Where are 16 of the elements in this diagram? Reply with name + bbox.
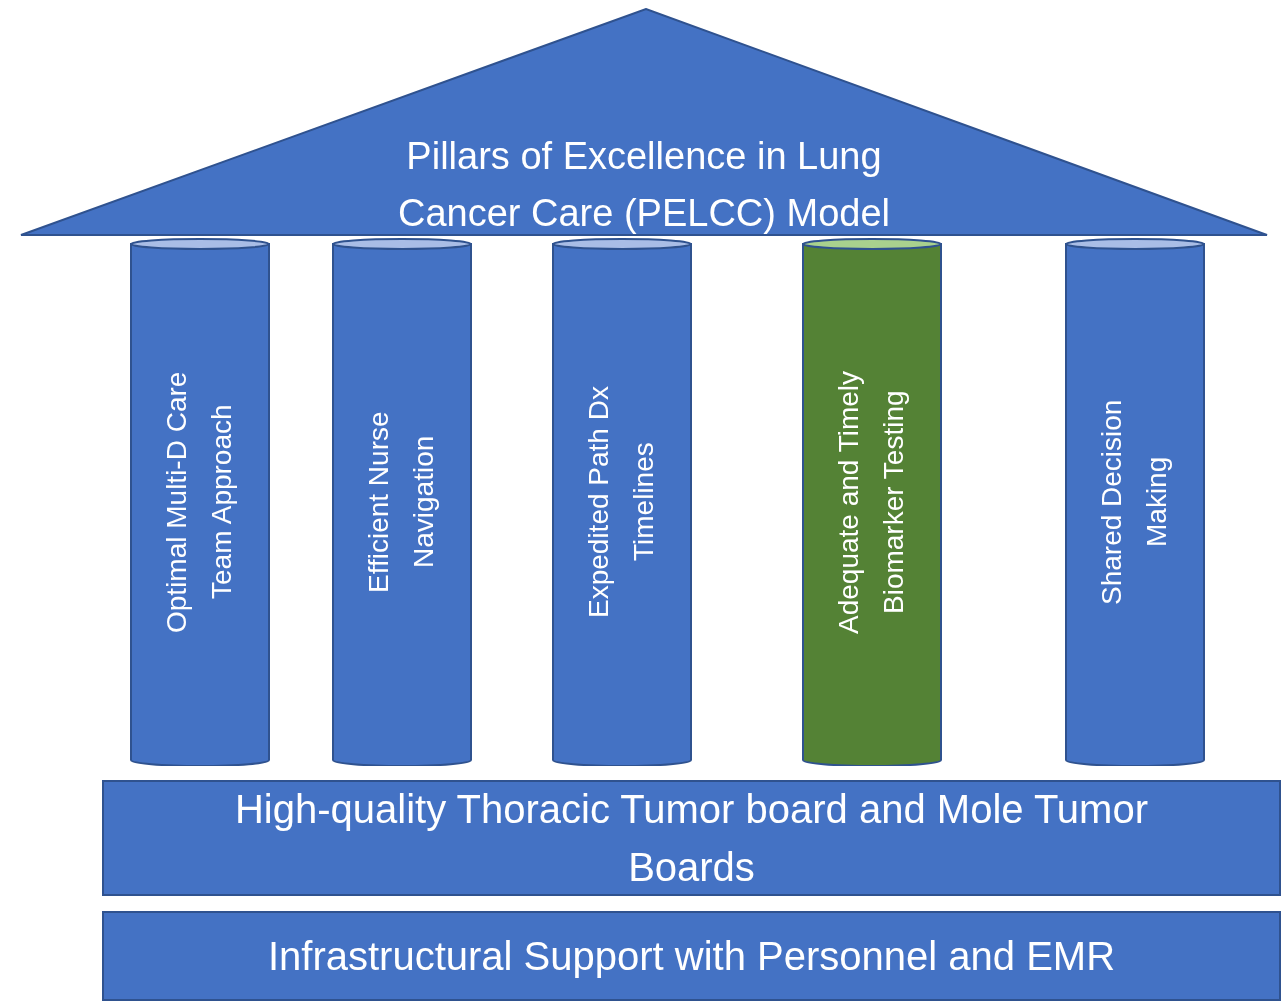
- pillar-label: Shared Decision Making: [1095, 398, 1173, 607]
- pillar-column: [802, 238, 942, 766]
- pillar-label: Adequate and Timely Biomarker Testing: [832, 370, 910, 634]
- pillar-label: Optimal Multi-D Care Team Approach: [160, 370, 238, 634]
- pillar-column: [552, 238, 692, 766]
- pillar-column: [332, 238, 472, 766]
- roof-shape: [20, 8, 1268, 236]
- pillar-column: [1065, 238, 1205, 766]
- base-band: [102, 911, 1281, 1001]
- pillar-label: Efficient Nurse Navigation: [362, 410, 440, 595]
- pillar-label: Expedited Path Dx Timelines: [582, 385, 660, 620]
- foundation-label: High-quality Thoracic Tumor board and Mole Tumor Boards: [234, 786, 1149, 891]
- foundation-band: [102, 780, 1281, 896]
- base-label: Infrastructural Support with Personnel and EMR: [266, 933, 1117, 980]
- pillar-column: [130, 238, 270, 766]
- roof-title: Pillars of Excellence in Lung Cancer Care (PELCC) Model: [396, 134, 892, 236]
